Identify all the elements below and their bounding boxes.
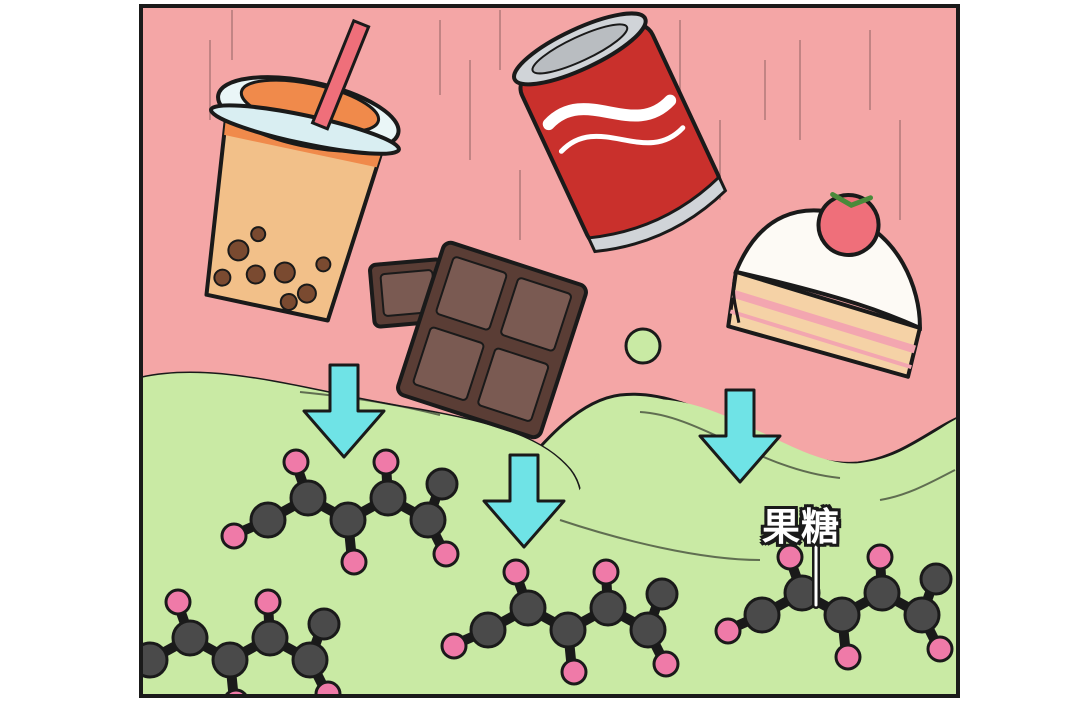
speed-lines xyxy=(209,10,901,240)
bubble-tea-icon xyxy=(204,18,401,323)
cake-slice-icon xyxy=(726,191,922,379)
green-droplet xyxy=(624,327,662,365)
chocolate-bar-icon xyxy=(368,240,588,440)
cola-can-icon xyxy=(512,11,728,254)
panel-border xyxy=(139,4,960,698)
fructose-label: 果糖 xyxy=(762,505,841,549)
